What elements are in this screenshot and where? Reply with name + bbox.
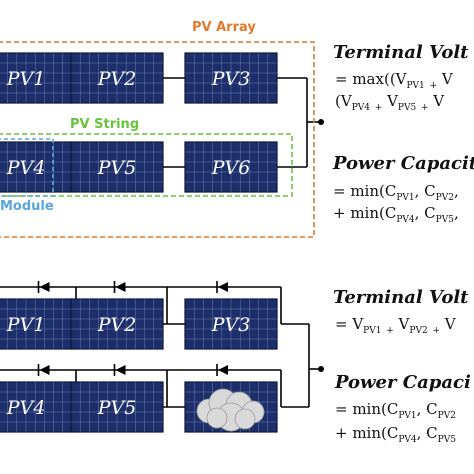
bottom-voltage-line-1-text: = V (335, 315, 364, 333)
top-terminal-voltage-title: Terminal Volt (333, 42, 469, 63)
panel-label: PV6 (211, 157, 251, 179)
terminal-node (318, 366, 324, 372)
panel-label: PV4 (6, 397, 46, 419)
top-pv6-panel: PV6 (184, 141, 278, 193)
panel-label: PV2 (97, 68, 137, 90)
diode-triangle (218, 365, 228, 375)
diode-triangle (39, 282, 50, 292)
diode-triangle (115, 365, 126, 375)
bottom-voltage-line-1: = VPV1 + VPV2 + V (335, 315, 456, 336)
panel-label: PV3 (211, 314, 251, 336)
top-voltage-line-1: = max((VPV1 + V (335, 70, 453, 91)
top-capacity-line-1-text: = min(C (333, 182, 397, 200)
terminal-node (318, 119, 324, 125)
panel-body (0, 141, 73, 193)
top-capacity-line-1: = min(CPV1, CPV2, (333, 182, 459, 203)
bottom-pv1-panel: PV1 (0, 298, 73, 350)
grouping-boxes (0, 41, 315, 238)
top-pv3-panel: PV3 (184, 52, 278, 104)
top-voltage-line-2: (VPV4 + VPV5 + V (335, 92, 445, 113)
diode-triangle (39, 365, 50, 375)
panel-label: PV4 (6, 157, 46, 179)
bottom-pv4-panel: PV4 (0, 381, 73, 433)
bypass-diode-icon (216, 364, 228, 376)
top-capacity-line-2-text: + min(C (333, 204, 397, 222)
bypass-diode-icon (37, 281, 50, 293)
bottom-capacity-line-2: + min(CPV4, CPV5 (335, 424, 456, 445)
diode-triangle (115, 282, 126, 292)
top-pv4-panel: PV4 (0, 141, 73, 193)
top-pv5-panel: PV5 (70, 141, 164, 193)
bottom-capacity-line-1: = min(CPV1, CPV2 (335, 400, 456, 421)
top-voltage-line-2-text: (V (335, 92, 352, 110)
panel-label: PV5 (97, 397, 137, 419)
bottom-pv2-panel: PV2 (70, 298, 164, 350)
cloud-puff (234, 408, 256, 430)
top-pv1-panel: PV1 (0, 52, 73, 104)
top-capacity-line-2: + min(CPV4, CPV5, (333, 204, 459, 225)
pv-array-box (0, 41, 315, 238)
pv-string-box (0, 133, 293, 197)
module-box (0, 138, 54, 197)
bypass-diode-icon (113, 364, 126, 376)
panel-label: PV5 (97, 157, 137, 179)
bottom-capacity-line-2-text: + min(C (335, 424, 399, 442)
bypass-diode-icon (216, 281, 228, 293)
bottom-pv3-panel: PV3 (184, 298, 278, 350)
bypass-diode-icon (37, 364, 50, 376)
top-voltage-line-1-text: = max((V (335, 70, 407, 88)
bottom-terminal-voltage-title: Terminal Volt (333, 287, 469, 308)
bottom-capacity-line-1-text: = min(C (335, 400, 399, 418)
diode-triangle (218, 282, 228, 292)
module-label: Module (0, 199, 54, 214)
top-power-capacity-title: Power Capacit (333, 153, 474, 174)
pv-array-label: PV Array (192, 20, 256, 35)
panel-label: PV1 (6, 68, 46, 90)
bottom-pv5-panel: PV5 (70, 381, 164, 433)
panel-label: PV2 (97, 314, 137, 336)
wiring (0, 77, 324, 408)
pv-string-label: PV String (70, 117, 140, 132)
bottom-power-capacity-title: Power Capaci (335, 372, 471, 393)
panel-label: PV1 (6, 314, 46, 336)
panel-label: PV3 (211, 68, 251, 90)
cloud-shading-icon (196, 388, 265, 432)
top-pv2-panel: PV2 (70, 52, 164, 104)
cloud-puff (206, 407, 228, 429)
bypass-diode-icon (113, 281, 126, 293)
bottom-pv6-panel (184, 381, 278, 433)
